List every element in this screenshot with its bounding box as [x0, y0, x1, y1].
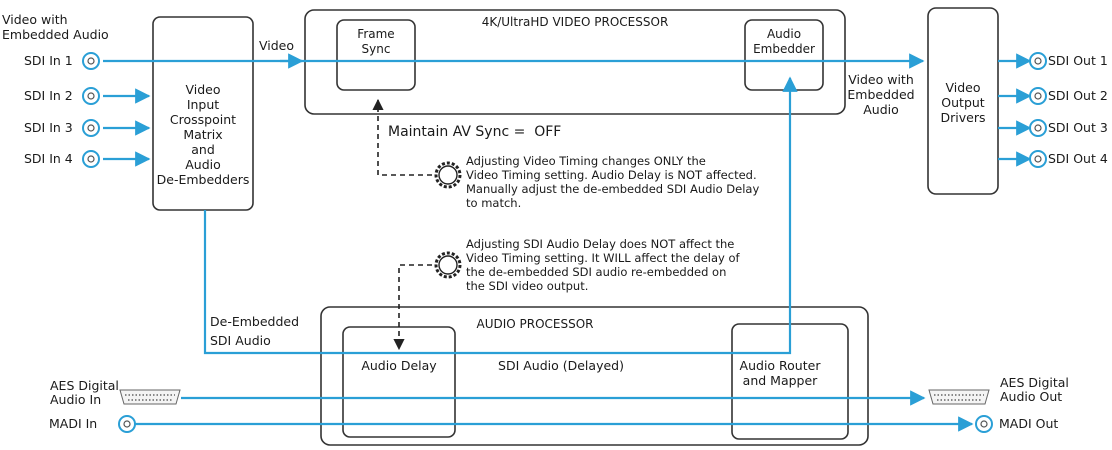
aes-out-connector-icon — [928, 389, 990, 405]
madi-in-label: MADI In — [49, 416, 97, 431]
sdi-out-1-bnc-icon — [1029, 52, 1047, 70]
sdi-in-4-bnc-icon — [82, 150, 100, 168]
svg-text:the SDI video output.: the SDI video output. — [466, 279, 588, 293]
svg-text:Video: Video — [185, 82, 220, 97]
aes-in-connector-icon — [119, 389, 181, 405]
madi-in-bnc-icon — [118, 415, 136, 433]
svg-text:Matrix: Matrix — [183, 127, 222, 142]
audio-embedder-label-1: Audio — [767, 27, 801, 41]
frame-sync-label-2: Sync — [362, 42, 391, 56]
output-drivers-box — [927, 7, 999, 195]
crosspoint-matrix-box — [152, 16, 254, 211]
aes-out-label-2: Audio Out — [1000, 389, 1062, 404]
deembedded-label-1: De-Embedded — [210, 314, 299, 329]
svg-text:Video Timing setting. It WILL: Video Timing setting. It WILL affect the… — [466, 251, 741, 265]
svg-text:Audio: Audio — [185, 157, 221, 172]
sdi-out-3-bnc-icon — [1029, 119, 1047, 137]
svg-text:Adjusting Video Timing changes: Adjusting Video Timing changes ONLY the — [466, 154, 706, 168]
audio-delay-label: Audio Delay — [361, 358, 437, 373]
svg-text:Embedded: Embedded — [847, 87, 914, 102]
sdi-audio-delayed-label: SDI Audio (Delayed) — [498, 358, 624, 373]
crosspoint-matrix-label: Video Input Crosspoint Matrix and Audio … — [157, 82, 250, 187]
audio-delay-note: Adjusting SDI Audio Delay does NOT affec… — [466, 237, 741, 293]
sdi-in-2-bnc-icon — [82, 87, 100, 105]
sdi-in-4-label: SDI In 4 — [24, 151, 73, 166]
video-timing-note: Adjusting Video Timing changes ONLY the … — [466, 154, 759, 210]
sdi-out-3-label: SDI Out 3 — [1048, 120, 1108, 135]
video-with-embedded-audio-label: Video with Embedded Audio — [847, 72, 914, 117]
svg-text:Drivers: Drivers — [941, 110, 986, 125]
input-header-line-2: Embedded Audio — [2, 27, 109, 42]
svg-text:the de-embedded SDI audio re-e: the de-embedded SDI audio re-embedded on — [466, 265, 726, 279]
router-mapper-label-1: Audio Router — [740, 358, 822, 373]
sdi-in-1-bnc-icon — [82, 52, 100, 70]
audio-embedder-label-2: Embedder — [753, 42, 815, 56]
video-timing-dashed-line — [372, 98, 432, 176]
svg-text:Input: Input — [187, 97, 219, 112]
deembedded-audio-path — [203, 76, 798, 355]
audio-processor-box — [320, 306, 869, 446]
svg-text:De-Embedders: De-Embedders — [157, 172, 250, 187]
input-header-line-1: Video with — [2, 12, 68, 27]
sdi-in-3-bnc-icon — [82, 119, 100, 137]
sdi-in-1-label: SDI In 1 — [24, 53, 73, 68]
svg-text:Adjusting SDI Audio Delay does: Adjusting SDI Audio Delay does NOT affec… — [466, 237, 734, 251]
svg-text:Video: Video — [945, 80, 980, 95]
sdi-out-4-label: SDI Out 4 — [1048, 151, 1108, 166]
sdi-in-2-label: SDI In 2 — [24, 88, 73, 103]
router-mapper-label-2: and Mapper — [743, 373, 818, 388]
svg-text:Output: Output — [941, 95, 985, 110]
aes-in-label-1: AES Digital — [50, 378, 119, 393]
video-label: Video — [259, 38, 294, 53]
video-processor-title: 4K/UltraHD VIDEO PROCESSOR — [482, 15, 669, 29]
audio-processor-title: AUDIO PROCESSOR — [476, 317, 593, 331]
sdi-out-2-label: SDI Out 2 — [1048, 88, 1108, 103]
svg-text:Manually adjust the de-embedde: Manually adjust the de-embedded SDI Audi… — [466, 182, 759, 196]
sdi-out-1-label: SDI Out 1 — [1048, 53, 1108, 68]
svg-text:to match.: to match. — [466, 196, 521, 210]
frame-sync-label-1: Frame — [357, 27, 394, 41]
audio-delay-knob-icon — [434, 251, 462, 279]
svg-text:Video with: Video with — [848, 72, 914, 87]
madi-out-label: MADI Out — [999, 416, 1058, 431]
output-drivers-label: Video Output Drivers — [941, 80, 986, 125]
madi-out-bnc-icon — [975, 415, 993, 433]
frame-sync-box — [336, 19, 416, 91]
video-timing-knob-icon — [434, 161, 462, 189]
svg-text:and: and — [191, 142, 215, 157]
svg-text:Crosspoint: Crosspoint — [170, 112, 236, 127]
svg-text:Video Timing setting. Audio De: Video Timing setting. Audio Delay is NOT… — [466, 168, 757, 182]
sdi-in-3-label: SDI In 3 — [24, 120, 73, 135]
maintain-av-sync-label: Maintain AV Sync = OFF — [388, 124, 561, 140]
audio-delay-dashed-line — [393, 264, 432, 351]
aes-out-label-1: AES Digital — [1000, 375, 1069, 390]
deembedded-label-2: SDI Audio — [210, 333, 271, 348]
svg-text:Audio: Audio — [863, 102, 899, 117]
sdi-out-2-bnc-icon — [1029, 87, 1047, 105]
sdi-out-4-bnc-icon — [1029, 150, 1047, 168]
aes-in-label-2: Audio In — [50, 392, 101, 407]
